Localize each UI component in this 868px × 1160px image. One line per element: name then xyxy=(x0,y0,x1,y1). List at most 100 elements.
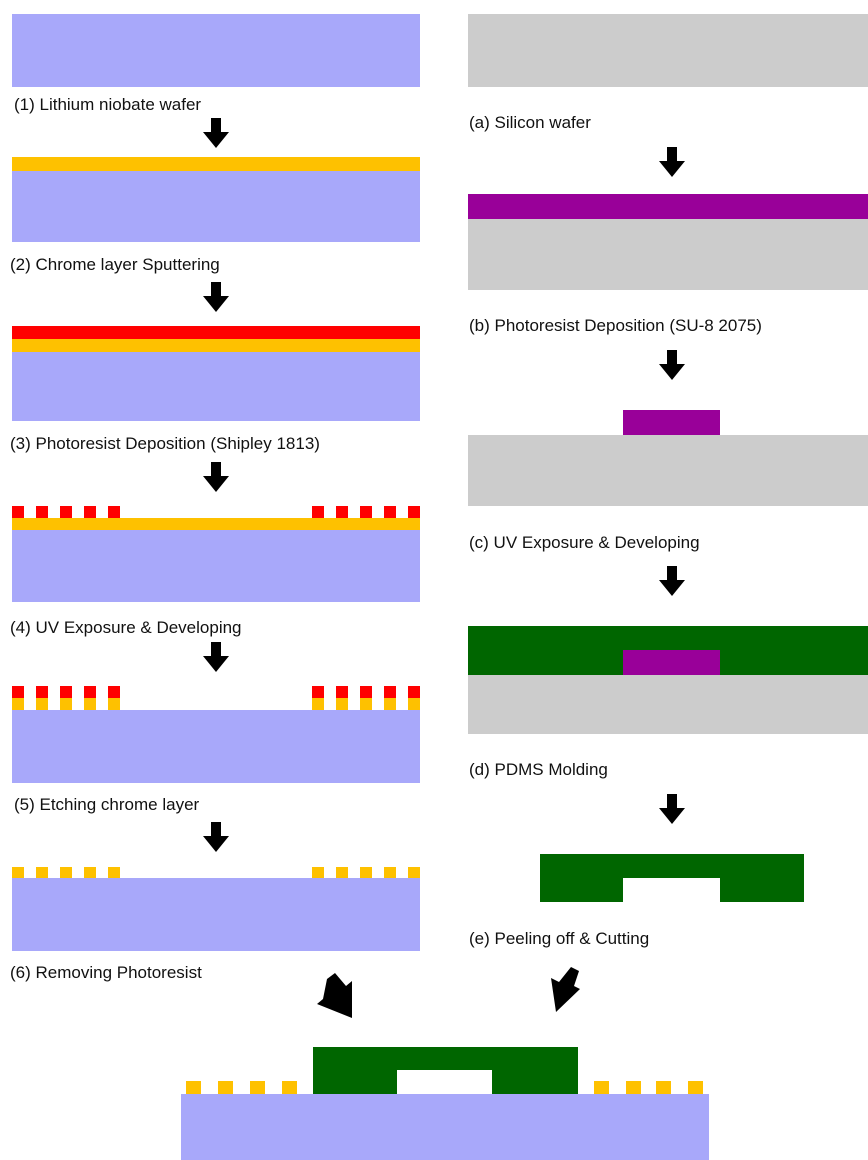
chrome-electrode xyxy=(336,867,348,879)
chrome-electrode xyxy=(12,867,24,879)
step-5-label: (5) Etching chrome layer xyxy=(14,795,200,814)
step-4-label: (4) UV Exposure & Developing xyxy=(10,618,242,637)
chrome-layer xyxy=(12,157,420,171)
diagonal-arrow-icon xyxy=(317,973,352,1018)
photoresist-block xyxy=(84,506,96,518)
diagonal-arrow-icon xyxy=(551,967,580,1012)
lithium-niobate-substrate xyxy=(12,352,420,421)
chrome-electrode xyxy=(656,1081,671,1094)
final-device-diagram xyxy=(181,1047,709,1160)
lithium-niobate-substrate xyxy=(181,1094,709,1160)
arrow-down-icon xyxy=(659,794,685,824)
chrome-electrode xyxy=(108,698,120,710)
photoresist-block xyxy=(60,686,72,698)
photoresist-block xyxy=(108,506,120,518)
chrome-electrode xyxy=(626,1081,641,1094)
step-a-diagram xyxy=(468,14,868,87)
photoresist-block xyxy=(408,686,420,698)
step-c-diagram xyxy=(468,410,868,506)
chrome-electrode xyxy=(218,1081,233,1094)
step-5-diagram xyxy=(12,686,420,783)
chrome-electrodes xyxy=(12,867,420,879)
photoresist-block xyxy=(312,506,324,518)
step-a-label: (a) Silicon wafer xyxy=(469,113,591,132)
photoresist-block xyxy=(360,506,372,518)
photoresist-block xyxy=(336,506,348,518)
step-6-diagram xyxy=(12,867,420,951)
chrome-layer xyxy=(12,518,420,530)
chrome-electrode xyxy=(84,698,96,710)
photoresist-block xyxy=(12,506,24,518)
chrome-electrode xyxy=(384,867,396,879)
lithium-niobate-substrate xyxy=(12,171,420,242)
photoresist-block xyxy=(312,686,324,698)
photoresist-layer xyxy=(12,326,420,339)
chrome-electrode xyxy=(282,1081,297,1094)
step-e-diagram xyxy=(540,854,804,902)
photoresist-block xyxy=(384,506,396,518)
chrome-electrode xyxy=(408,698,420,710)
su8-mold-feature xyxy=(623,410,720,435)
lithium-niobate-substrate xyxy=(12,530,420,602)
step-b-label: (b) Photoresist Deposition (SU-8 2075) xyxy=(469,316,762,335)
chrome-electrodes-left xyxy=(186,1081,297,1094)
arrow-down-icon xyxy=(203,642,229,672)
step-c-label: (c) UV Exposure & Developing xyxy=(469,533,700,552)
chrome-electrode xyxy=(594,1081,609,1094)
chrome-electrodes xyxy=(12,698,420,710)
lithium-niobate-substrate xyxy=(12,878,420,951)
lithium-niobate-substrate xyxy=(12,14,420,87)
chrome-electrode xyxy=(336,698,348,710)
photoresist-block xyxy=(12,686,24,698)
photoresist-block xyxy=(336,686,348,698)
chrome-electrode xyxy=(108,867,120,879)
arrow-down-icon xyxy=(203,118,229,148)
chrome-electrode xyxy=(186,1081,201,1094)
step-6-label: (6) Removing Photoresist xyxy=(10,963,202,982)
su8-layer xyxy=(468,194,868,219)
step-e-label: (e) Peeling off & Cutting xyxy=(469,929,649,948)
arrow-down-icon xyxy=(659,566,685,596)
step-b-diagram xyxy=(468,194,868,290)
photoresist-block xyxy=(360,686,372,698)
photoresist-block xyxy=(60,506,72,518)
bonded-pdms-channel xyxy=(313,1047,578,1094)
step-2-label: (2) Chrome layer Sputtering xyxy=(10,255,220,274)
arrow-down-icon xyxy=(659,147,685,177)
silicon-wafer xyxy=(468,14,868,87)
lithium-niobate-substrate xyxy=(12,710,420,783)
photoresist-block xyxy=(36,686,48,698)
arrow-down-icon xyxy=(203,822,229,852)
photoresist-pattern xyxy=(12,506,420,518)
step-2-diagram xyxy=(12,157,420,242)
chrome-electrode xyxy=(60,698,72,710)
step-4-diagram xyxy=(12,506,420,602)
chrome-electrode xyxy=(250,1081,265,1094)
step-1-label: (1) Lithium niobate wafer xyxy=(14,95,201,114)
chrome-electrodes-right xyxy=(594,1081,703,1094)
step-d-diagram xyxy=(468,626,868,734)
photoresist-block xyxy=(408,506,420,518)
photoresist-block xyxy=(36,506,48,518)
chrome-electrode xyxy=(60,867,72,879)
step-1-diagram xyxy=(12,14,420,87)
step-d-label: (d) PDMS Molding xyxy=(469,760,608,779)
photoresist-block xyxy=(108,686,120,698)
su8-mold-feature xyxy=(623,650,720,675)
chrome-electrode xyxy=(360,867,372,879)
chrome-electrode xyxy=(312,867,324,879)
arrow-down-icon xyxy=(203,462,229,492)
photoresist-block xyxy=(384,686,396,698)
photoresist-pattern xyxy=(12,686,420,698)
chrome-electrode xyxy=(36,867,48,879)
silicon-wafer xyxy=(468,219,868,290)
chrome-layer xyxy=(12,339,420,352)
chrome-electrode xyxy=(84,867,96,879)
chrome-electrode xyxy=(408,867,420,879)
arrow-down-icon xyxy=(203,282,229,312)
chrome-electrode xyxy=(36,698,48,710)
step-3-diagram xyxy=(12,326,420,421)
pdms-channel-block xyxy=(540,854,804,902)
chrome-electrode xyxy=(688,1081,703,1094)
chrome-electrode xyxy=(384,698,396,710)
